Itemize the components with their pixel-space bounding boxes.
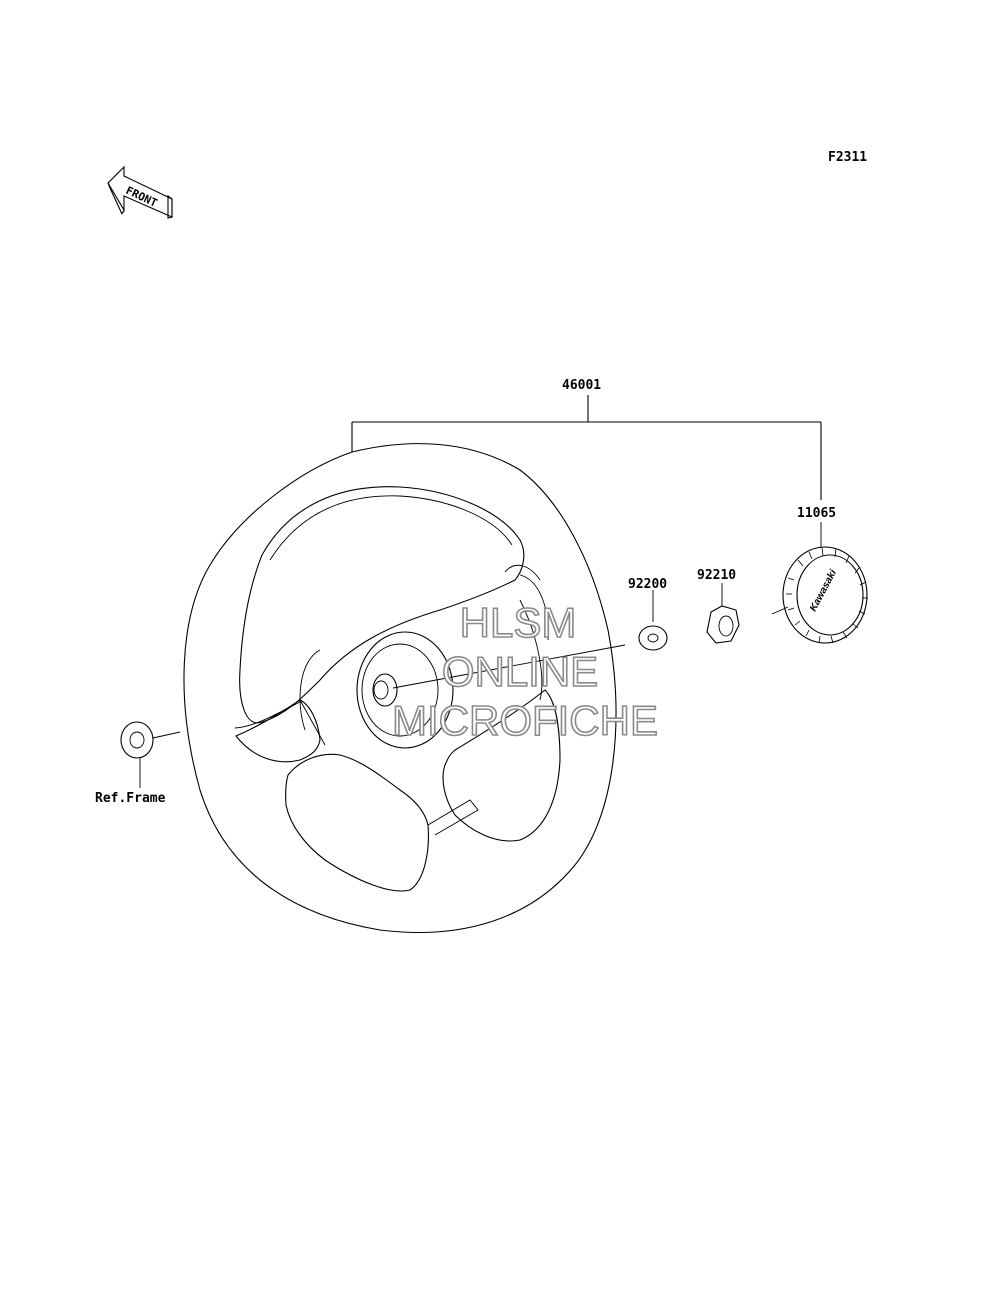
watermark-line-2: ONLINE: [442, 648, 598, 695]
emblem-11065: Kawasaki: [771, 522, 868, 644]
watermark-line-1: HLSM: [460, 599, 577, 646]
part-label-92210: 92210: [697, 568, 736, 583]
front-arrow-icon: FRONT: [107, 165, 173, 219]
watermark-line-3: MICROFICHE: [392, 697, 658, 744]
leader-line-hub: [392, 644, 626, 689]
watermark: HLSM ONLINE MICROFICHE: [391, 598, 659, 745]
assembly-bracket: [351, 395, 822, 500]
part-label-46001: 46001: [562, 378, 601, 393]
part-label-92200: 92200: [628, 577, 667, 592]
nut-92210: [706, 583, 740, 644]
ref-frame-washer: [120, 721, 181, 788]
part-label-ref-frame: Ref.Frame: [95, 791, 166, 806]
figure-code: F2311: [828, 150, 867, 165]
steering-wheel: [183, 443, 617, 933]
front-label: FRONT: [124, 184, 160, 210]
part-label-11065: 11065: [797, 506, 836, 521]
washer-92200: [638, 590, 668, 651]
emblem-logo-text: Kawasaki: [808, 568, 839, 614]
